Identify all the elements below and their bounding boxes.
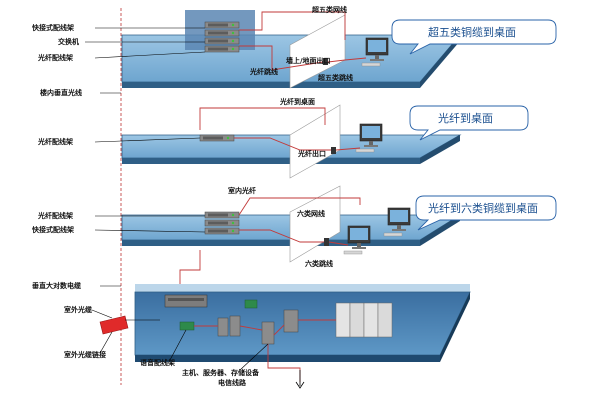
floor-3-workstation-2	[343, 225, 371, 255]
callout-floor-2: 光纤到桌面	[409, 105, 529, 141]
label-telecom-line: 电信线路	[218, 378, 247, 387]
label-quick-patch-panel-lower: 快接式配线架	[32, 225, 74, 234]
outdoor-fiber-box	[99, 315, 129, 335]
label-cat5-jumper-top: 超五类网线	[312, 5, 347, 14]
label-cat6-jumper: 六类跳线	[305, 259, 333, 268]
floor-3-partition	[289, 185, 341, 263]
label-fiber-patch-panel-top: 光纤配线架	[37, 53, 73, 62]
floor-2-partition	[289, 104, 341, 179]
label-voice-patch-panel: 语音配线架	[140, 358, 175, 367]
floor-1	[121, 10, 461, 89]
label-outdoor-fiber: 室外光缆	[64, 305, 92, 314]
callout-floor-3: 光纤到六类铜缆到桌面	[415, 195, 557, 231]
label-cat5-jumper-desk: 超五类跳线	[318, 73, 353, 82]
callout-floor-2-text: 光纤到桌面	[438, 111, 493, 125]
floor-2-rack	[199, 134, 235, 142]
basement-green-panel	[244, 299, 258, 309]
label-cat6-cable: 六类网线	[297, 209, 325, 218]
floor-3	[121, 185, 462, 263]
label-fiber-to-desk: 光纤到桌面	[279, 97, 315, 106]
floor-2	[121, 104, 462, 179]
label-outdoor-fiber-link: 室外光缆链接	[64, 350, 106, 359]
telecom-arrow	[295, 370, 305, 389]
label-vertical-copper-cable: 垂直大对数电缆	[32, 281, 81, 290]
floor-1-outlet	[323, 58, 328, 65]
label-fiber-outlet: 光纤出口	[297, 149, 326, 158]
callout-floor-1-text: 超五类铜缆到桌面	[428, 25, 516, 39]
label-host-server-storage: 主机、服务器、存储设备	[182, 368, 260, 377]
label-fiber-patch-panel-lower: 光纤配线架	[37, 211, 73, 220]
label-fiber-jumper: 光纤跳线	[249, 67, 278, 76]
voice-patch-panel-device	[179, 321, 195, 331]
floor-2-outlet	[331, 147, 336, 154]
label-fiber-patch-panel-mid: 光纤配线架	[37, 137, 73, 146]
basement-room	[134, 250, 471, 382]
floor-3-rack	[204, 211, 240, 235]
label-indoor-fiber: 室内光纤	[228, 186, 256, 195]
callout-floor-3-text: 光纤到六类铜缆到桌面	[428, 201, 538, 215]
label-wall-floor-outlet: 墙上/地面出口	[286, 56, 331, 65]
basement-back-wall	[135, 284, 470, 292]
floor-3-outlet	[324, 238, 329, 246]
callout-floor-1: 超五类铜缆到桌面	[391, 19, 557, 55]
storage-cabinets	[335, 302, 393, 338]
label-switch: 交换机	[58, 37, 79, 46]
label-quick-patch-panel-top: 快接式配线架	[32, 23, 74, 32]
label-vertical-fiber: 楼内垂直光线	[40, 88, 82, 97]
server-group	[217, 309, 299, 345]
